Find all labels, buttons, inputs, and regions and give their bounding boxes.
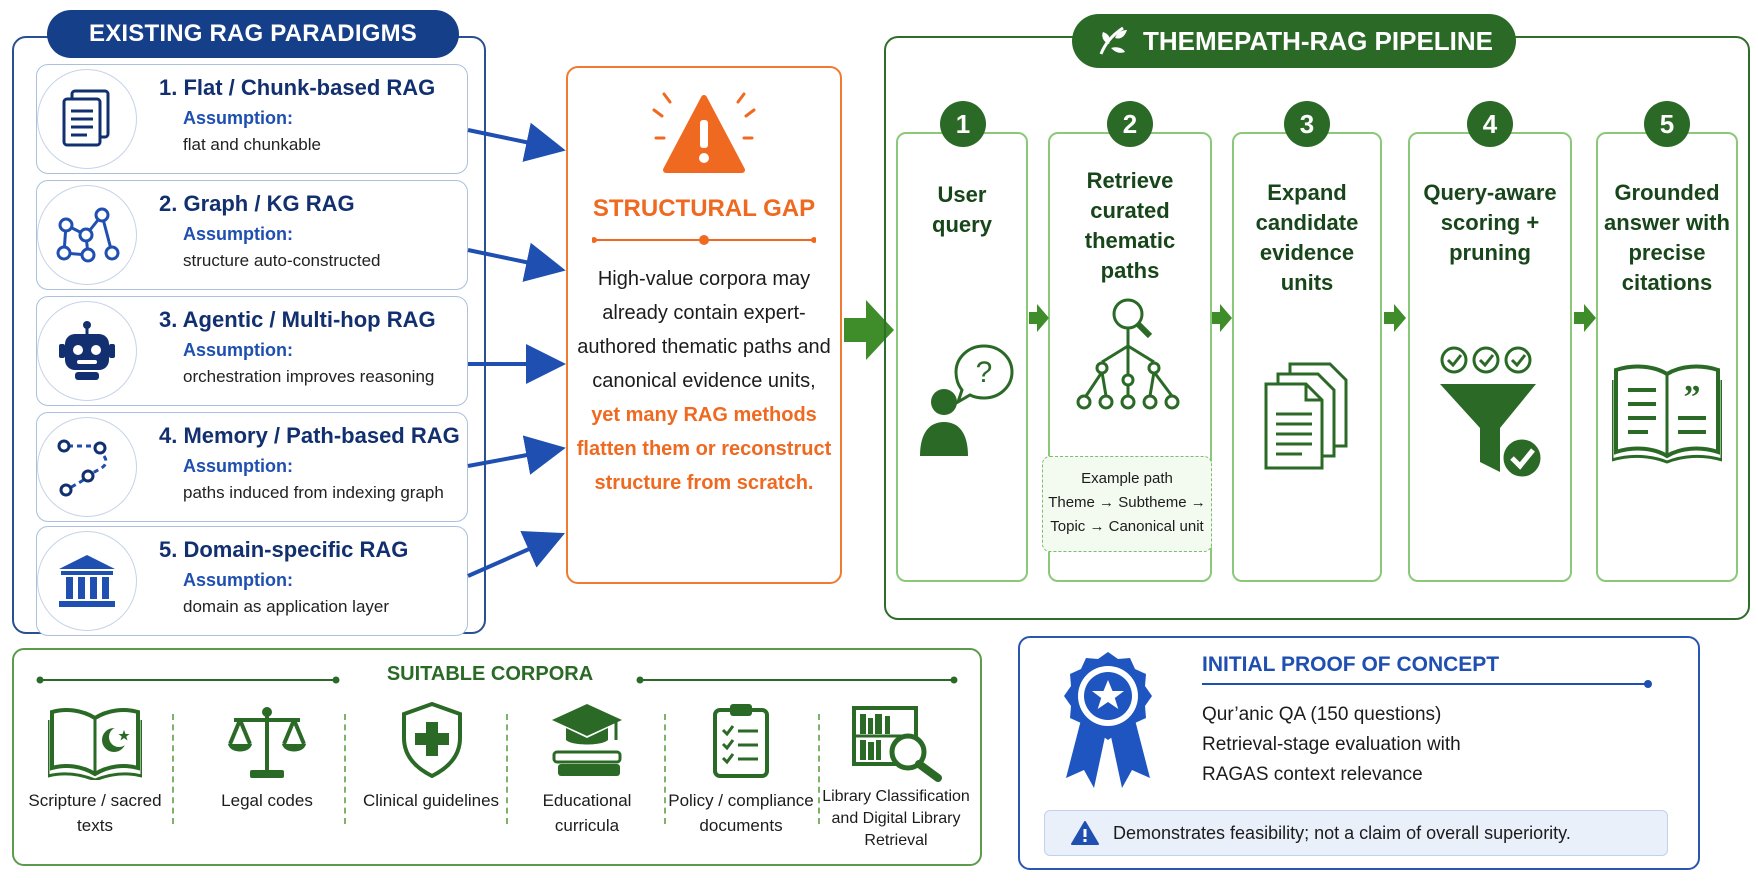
corpus-separator [818, 714, 820, 824]
structural-gap-title: STRUCTURAL GAP [592, 195, 816, 222]
assumption-label: Assumption: [183, 108, 293, 128]
paradigm-assumption: structure auto-constructed [183, 251, 381, 270]
assumption-label: Assumption: [183, 456, 293, 476]
corpus-separator [344, 714, 346, 824]
paradigm-assumption: flat and chunkable [183, 135, 321, 154]
paradigm-card-agentic: 3. Agentic / Multi-hop RAG Assumption: o… [36, 296, 468, 406]
corpus-label: Educational curricula [542, 791, 632, 835]
pipeline-title-text: THEMEPATH-RAG PIPELINE [1142, 25, 1494, 56]
paradigm-assumption: paths induced from indexing graph [183, 483, 444, 502]
warning-icon [652, 92, 756, 173]
paradigm-arrows [467, 122, 566, 578]
example-path-line: Topic → Canonical unit [1050, 518, 1204, 535]
paradigm-assumption: orchestration improves reasoning [183, 367, 435, 386]
library-search-icon [852, 706, 942, 782]
scales-icon [228, 707, 306, 778]
example-path-line: Theme → Subtheme → [1048, 494, 1206, 511]
corpus-label: Library Classification and Digital Libra… [822, 788, 970, 849]
corpus-label: Policy / compliance documents [668, 791, 814, 835]
leaf-icon [1099, 26, 1127, 55]
step-arrow [1029, 304, 1049, 332]
paradigm-card-graph: 2. Graph / KG RAG Assumption: structure … [36, 180, 468, 290]
clipboard-checklist-icon [713, 704, 769, 778]
poc-detail: Qur’anic QA (150 questions) [1202, 704, 1442, 725]
assumption-label: Assumption: [183, 340, 293, 360]
open-book-icon: ” [1612, 364, 1722, 464]
gap-statement: High-value corpora may already contain e… [577, 268, 831, 392]
poc-disclaimer-text: Demonstrates feasibility; not a claim of… [1113, 822, 1571, 843]
paradigm-title: 2. Graph / KG RAG [159, 191, 355, 216]
medical-shield-icon [402, 702, 462, 778]
structural-gap-text: High-value corpora may already contain e… [576, 262, 832, 500]
poc-detail: Retrieval-stage evaluation with [1202, 734, 1461, 755]
paradigm-title: 4. Memory / Path-based RAG [159, 423, 460, 448]
paradigm-title: 1. Flat / Chunk-based RAG [159, 75, 436, 100]
sacred-book-icon [48, 708, 142, 780]
step-box-5 [1596, 132, 1738, 582]
example-path-box: Example path Theme → Subtheme → Topic → … [1042, 456, 1212, 552]
poc-title-rule [1202, 680, 1652, 688]
corpus-separator [506, 714, 508, 824]
step-arrow [1574, 304, 1596, 332]
corpora-title-rule [36, 676, 958, 684]
documents-icon [1264, 362, 1348, 470]
assumption-label: Assumption: [183, 570, 293, 590]
document-icon [37, 69, 137, 169]
corpus-label: Clinical guidelines [362, 791, 500, 810]
paradigm-card-domain: 5. Domain-specific RAG Assumption: domai… [36, 526, 468, 636]
step-number-3: 3 [1284, 101, 1330, 147]
institution-icon [37, 531, 137, 631]
assumption-label: Assumption: [183, 224, 293, 244]
step-arrow [1212, 304, 1232, 332]
example-path-title: Example path [1081, 470, 1173, 487]
svg-text:?: ? [976, 356, 993, 389]
paradigm-card-memory: 4. Memory / Path-based RAG Assumption: p… [36, 412, 468, 522]
paradigm-title: 3. Agentic / Multi-hop RAG [159, 307, 436, 332]
step-label-4: Query-aware scoring + pruning [1423, 180, 1557, 265]
step-number-4: 4 [1467, 101, 1513, 147]
funnel-check-icon [1440, 346, 1544, 480]
poc-detail: RAGAS context relevance [1202, 764, 1423, 785]
step-number-5: 5 [1644, 101, 1690, 147]
path-icon [37, 417, 137, 517]
svg-text:”: ” [1684, 379, 1701, 416]
step-arrow [1384, 304, 1406, 332]
corpus-label: Scripture / sacred texts [28, 791, 162, 835]
gap-highlight: yet many RAG methods flatten them or rec… [576, 404, 832, 494]
corpora-panel [12, 648, 982, 866]
graduation-cap-icon [552, 704, 622, 776]
step-box-3 [1232, 132, 1382, 582]
step-number-1: 1 [940, 101, 986, 147]
proof-of-concept-panel [1018, 636, 1700, 870]
user-question-icon: ? [920, 344, 1014, 456]
paradigms-title: EXISTING RAG PARADIGMS [47, 10, 459, 58]
robot-icon [37, 301, 137, 401]
award-ribbon-icon [1064, 652, 1152, 788]
gap-to-pipeline-arrow [844, 300, 894, 360]
pipeline-title: THEMEPATH-RAG PIPELINE [1072, 14, 1516, 68]
step-label-2: Retrieve curated thematic paths [1084, 168, 1176, 283]
warning-icon [1071, 821, 1099, 845]
corpora-title: SUITABLE CORPORA [386, 663, 594, 685]
corpus-separator [172, 714, 174, 824]
gap-divider [592, 235, 816, 245]
paradigm-title: 5. Domain-specific RAG [159, 537, 409, 562]
step-label-1: User query [932, 182, 992, 237]
search-tree-icon [1076, 298, 1180, 410]
paradigm-card-flat: 1. Flat / Chunk-based RAG Assumption: fl… [36, 64, 468, 174]
graph-icon [37, 185, 137, 285]
step-number-2: 2 [1107, 101, 1153, 147]
step-label-3: Expand candidate evidence units [1255, 180, 1359, 295]
proof-of-concept-title: INITIAL PROOF OF CONCEPT [1202, 653, 1500, 676]
step-label-5: Grounded answer with precise citations [1604, 180, 1730, 295]
corpus-label: Legal codes [221, 791, 313, 810]
poc-disclaimer: Demonstrates feasibility; not a claim of… [1044, 810, 1668, 856]
corpus-separator [664, 714, 666, 824]
paradigm-assumption: domain as application layer [183, 597, 390, 616]
